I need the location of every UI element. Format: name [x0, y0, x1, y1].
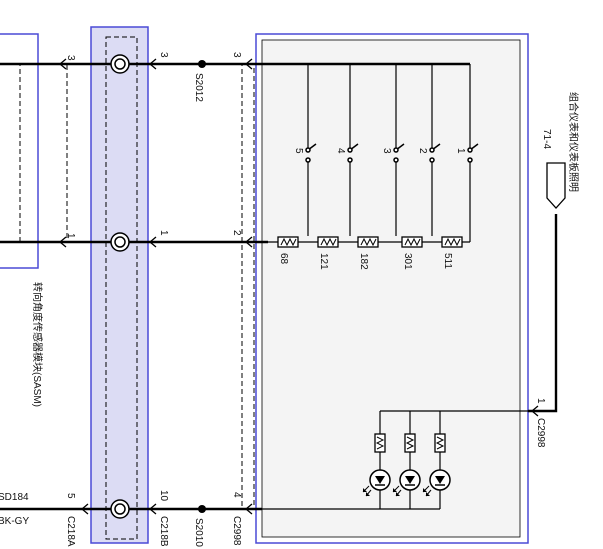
switch-pin-top: 3 — [231, 52, 242, 58]
splice-top — [198, 60, 206, 68]
switch-pin-right: 1 — [535, 398, 546, 404]
led-circuit — [262, 410, 548, 510]
switch-number-2: 2 — [417, 148, 428, 154]
wire-circuit-label: SD184 — [0, 492, 29, 503]
switch-number-1: 1 — [455, 148, 466, 154]
connector-c2998-right: C2998 — [535, 418, 546, 448]
splice-bottom — [198, 505, 206, 513]
connector-chevron-right — [530, 405, 539, 417]
clockspring-inner — [105, 36, 138, 540]
cluster-connector — [546, 162, 566, 209]
clockspring-pin-mid: 1 — [158, 230, 169, 236]
switch-module-inner — [261, 39, 521, 538]
clockspring-coils — [110, 54, 130, 519]
sasm-pin-bottom: 5 — [65, 493, 76, 499]
sasm-connector-outline — [19, 63, 68, 243]
cluster-pin: 71-4 — [541, 129, 552, 149]
switch-pin-bottom: 4 — [231, 492, 242, 498]
connector-c218b: C218B — [158, 516, 169, 547]
sasm-pin-top: 3 — [65, 55, 76, 61]
wire-right — [528, 214, 558, 413]
switch-number-3: 3 — [381, 148, 392, 154]
resistor-value-511: 511 — [442, 253, 453, 269]
switch-number-4: 4 — [335, 148, 346, 154]
resistor-value-68: 68 — [278, 253, 289, 265]
wire-color-label: BK-GY — [0, 516, 29, 527]
switch-number-5: 5 — [293, 148, 304, 154]
connector-c2998-bottom: C2998 — [231, 516, 242, 546]
splice-top-label: S2012 — [193, 73, 204, 102]
sasm-module-name: 转向角度传感器模块(SASM) — [31, 282, 44, 407]
sasm-pin-mid: 1 — [65, 233, 76, 239]
switch-pin-mid: 2 — [231, 230, 242, 236]
resistor-value-301: 301 — [402, 253, 413, 270]
cluster-name: 组合仪表和仪表板照明 — [567, 92, 580, 192]
clockspring-module — [90, 26, 149, 544]
connector-chevrons — [58, 58, 253, 515]
splice-bottom-label: S2010 — [193, 518, 204, 547]
connector-c218a: C218A — [65, 516, 76, 547]
clockspring-pin-top: 3 — [158, 52, 169, 58]
resistor-value-182: 182 — [358, 253, 369, 270]
sasm-module — [0, 33, 39, 269]
resistor-value-121: 121 — [318, 253, 329, 270]
clockspring-pin-bottom: 10 — [158, 490, 169, 502]
switch-ladder — [268, 64, 479, 248]
switch-connector-outline — [241, 63, 255, 510]
